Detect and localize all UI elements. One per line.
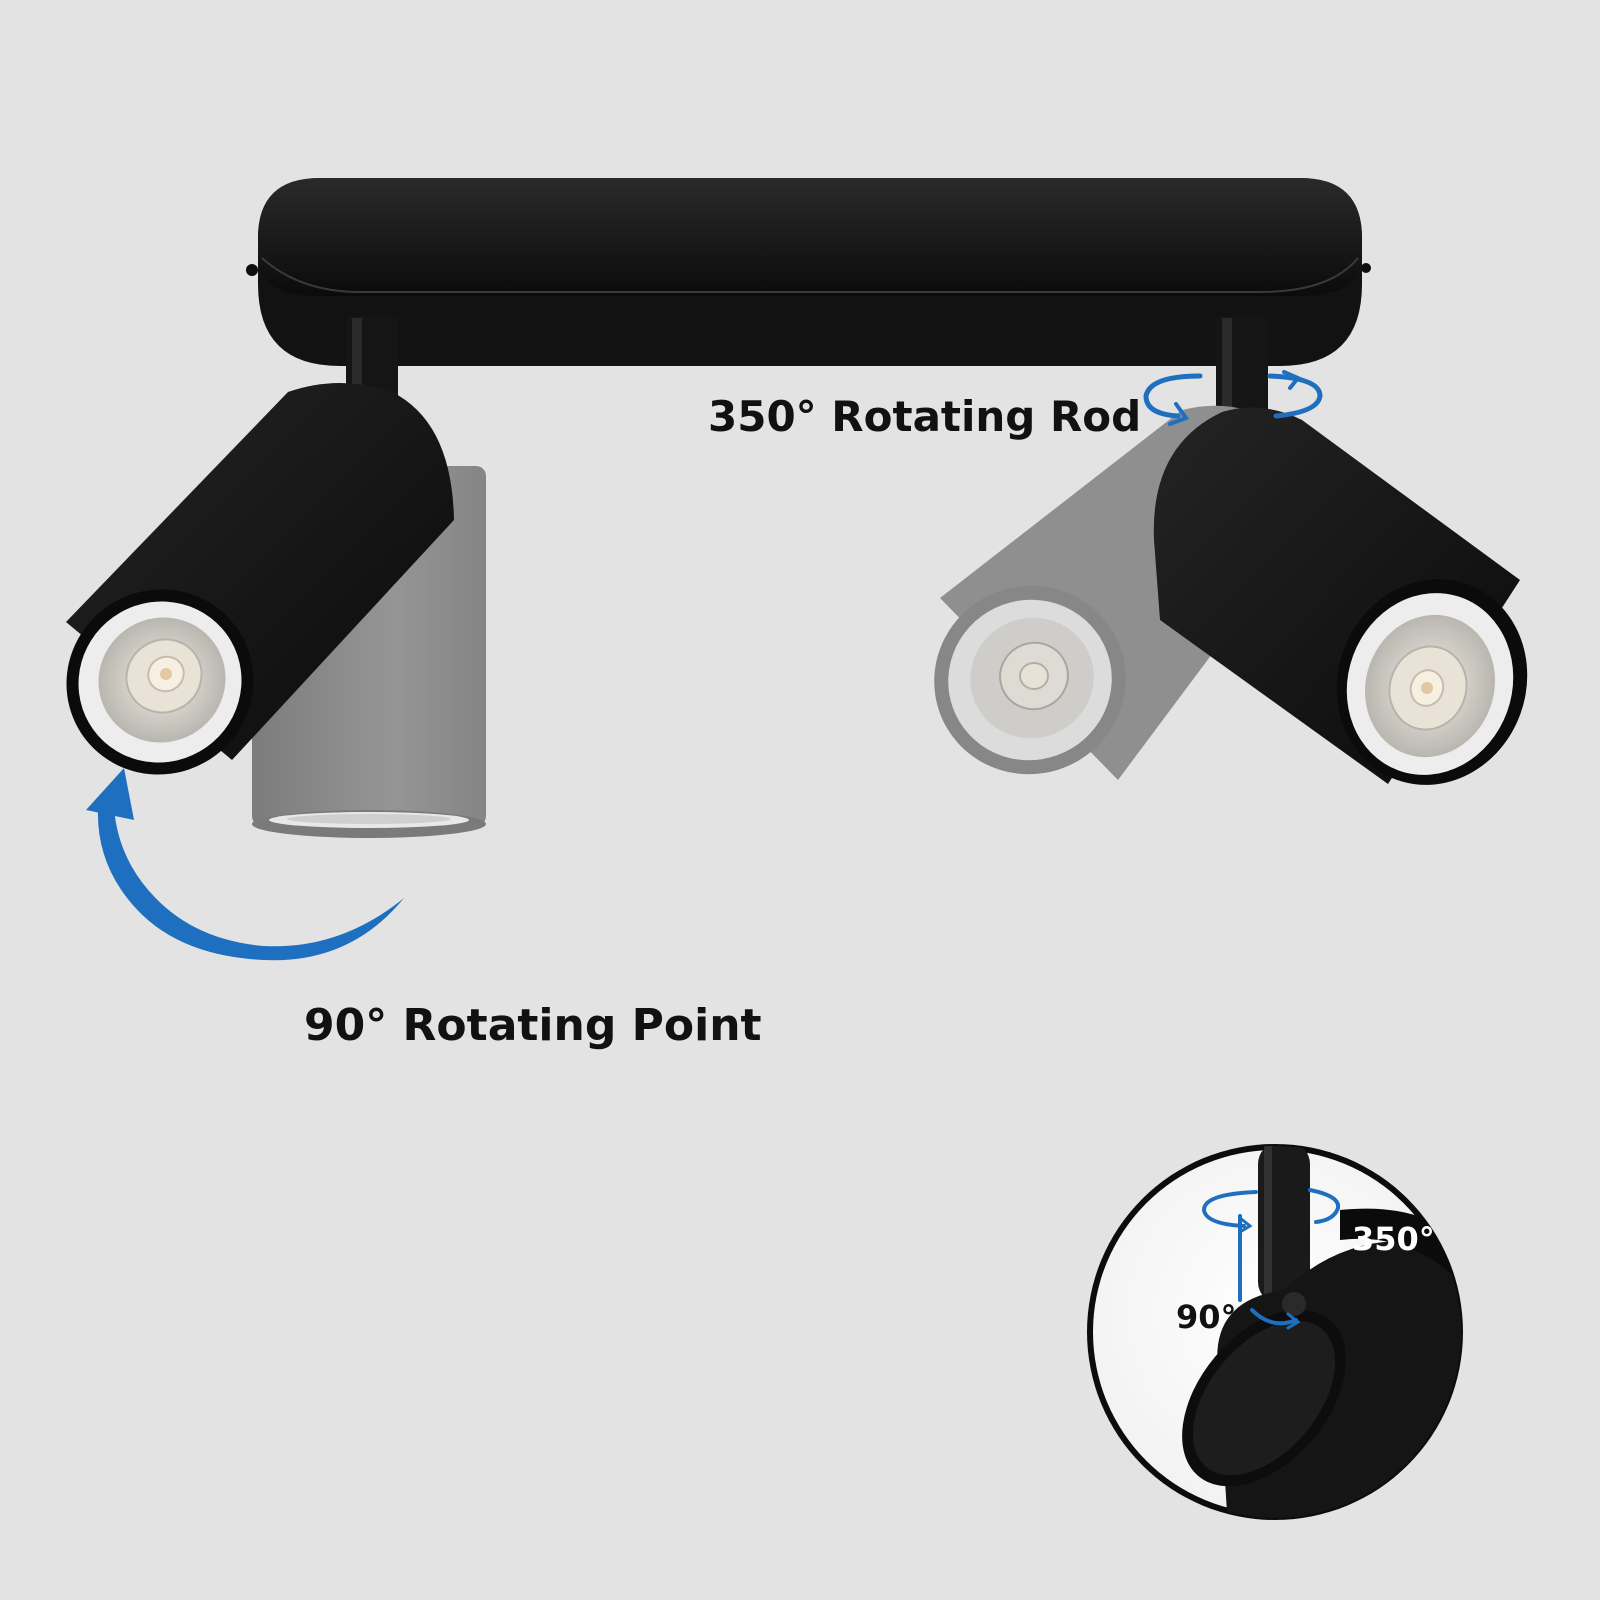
- rotating-rod-label: 350° Rotating Rod: [708, 392, 1142, 441]
- inset-detail: [1087, 1144, 1463, 1520]
- left-spotlight: [66, 383, 454, 775]
- right-rod: [1216, 316, 1268, 426]
- inset-point-angle-label: 90°: [1176, 1298, 1237, 1336]
- inset-pivot-arrow-icon: [1238, 1214, 1301, 1330]
- inset-rotation-ring-icon: [1201, 1188, 1341, 1234]
- inset-rod-angle-label: 350°: [1352, 1220, 1435, 1258]
- rotating-point-label: 90° Rotating Point: [304, 1000, 762, 1051]
- mounting-bar: [246, 178, 1371, 366]
- curved-arrow-icon: [86, 768, 404, 961]
- rotation-ring-icon: [1143, 370, 1323, 426]
- right-spotlight: [1153, 407, 1528, 785]
